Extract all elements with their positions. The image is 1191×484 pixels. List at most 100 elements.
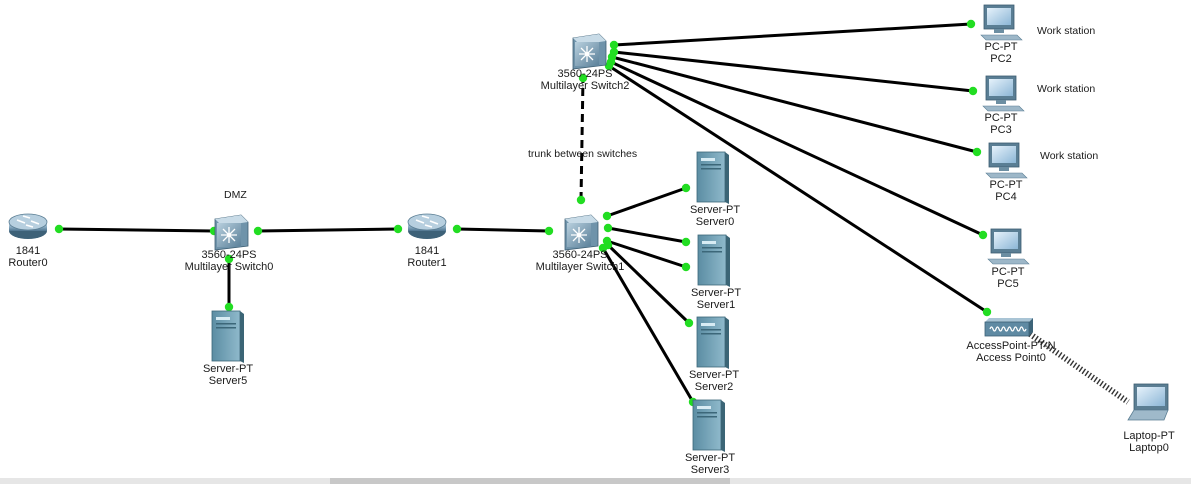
server5-model: Server-PT <box>202 363 254 375</box>
port-indicator <box>681 237 691 247</box>
port-indicator <box>972 147 982 157</box>
multilayer-switch2-icon[interactable] <box>572 33 607 70</box>
link-mswitch2-pc5[interactable] <box>610 60 984 237</box>
dmz-note: DMZ <box>224 189 247 201</box>
port-indicator <box>544 226 554 236</box>
link-mswitch1-server3[interactable] <box>601 247 695 403</box>
pc5-model: PC-PT <box>991 266 1025 278</box>
laptop0-icon[interactable] <box>1127 383 1169 421</box>
multilayer-switch1-icon[interactable] <box>564 214 599 251</box>
port-indicator <box>681 183 691 193</box>
pc5-label[interactable]: PC-PT PC5 <box>992 266 1025 290</box>
router0-icon[interactable] <box>8 213 48 239</box>
link-router0-mswitch0[interactable] <box>58 227 215 233</box>
server3-label[interactable]: Server-PT Server3 <box>685 452 735 476</box>
port-indicator <box>452 224 462 234</box>
ap0-name: Access Point0 <box>976 352 1046 364</box>
router1-model: 1841 <box>414 245 440 257</box>
pc4-label[interactable]: PC-PT PC4 <box>990 179 1023 203</box>
pc2-icon[interactable] <box>980 4 1023 41</box>
server0-icon[interactable] <box>696 151 729 204</box>
server3-model: Server-PT <box>684 452 736 464</box>
router1-icon[interactable] <box>407 213 447 239</box>
port-indicator <box>603 223 613 233</box>
pc4-model: PC-PT <box>989 179 1023 191</box>
port-indicator <box>253 226 263 236</box>
port-indicator <box>604 61 614 71</box>
scrollbar-thumb[interactable] <box>330 478 730 484</box>
trunk-note: trunk between switches <box>528 148 638 160</box>
port-indicator <box>609 40 619 50</box>
port-indicator <box>681 262 691 272</box>
port-indicator <box>54 224 64 234</box>
horizontal-scrollbar[interactable] <box>0 478 1191 484</box>
link-mswitch2-pc3[interactable] <box>613 50 974 93</box>
links-layer <box>58 22 1130 405</box>
pc4-icon[interactable] <box>985 142 1028 179</box>
laptop0-model: Laptop-PT <box>1123 430 1175 442</box>
server3-name: Server3 <box>690 464 730 476</box>
pc3-label[interactable]: PC-PT PC3 <box>985 112 1018 136</box>
link-mswitch1-server2[interactable] <box>606 243 691 325</box>
server0-model: Server-PT <box>689 204 741 216</box>
server1-model: Server-PT <box>690 287 742 299</box>
multilayer-switch0-icon[interactable] <box>214 214 249 251</box>
mswitch1-name: Multilayer Switch1 <box>535 261 625 273</box>
icons-layer <box>8 4 1169 452</box>
router0-label[interactable]: 1841 Router0 <box>8 245 47 269</box>
router0-model: 1841 <box>15 245 41 257</box>
port-indicator <box>966 19 976 29</box>
mswitch2-label[interactable]: 3560-24PS Multilayer Switch2 <box>541 68 630 92</box>
server0-label[interactable]: Server-PT Server0 <box>690 204 740 228</box>
link-mswitch1-mswitch2[interactable] <box>579 77 585 201</box>
pc2-label[interactable]: PC-PT PC2 <box>985 41 1018 65</box>
mswitch1-model: 3560-24PS <box>552 249 608 261</box>
pc3-name: PC3 <box>990 124 1012 136</box>
router0-name: Router0 <box>8 257 48 269</box>
link-router1-mswitch1[interactable] <box>456 227 550 233</box>
port-indicator <box>598 243 608 253</box>
pc5-icon[interactable] <box>987 228 1030 265</box>
link-mswitch1-server1[interactable] <box>607 226 687 244</box>
link-mswitch1-server0[interactable] <box>606 186 687 218</box>
server1-label[interactable]: Server-PT Server1 <box>691 287 741 311</box>
workstation-note-pc4: Work station <box>1040 150 1099 162</box>
port-indicator <box>968 86 978 96</box>
mswitch0-label[interactable]: 3560-24PS Multilayer Switch0 <box>185 249 274 273</box>
ap0-label[interactable]: AccessPoint-PT-N Access Point0 <box>966 340 1055 364</box>
link-mswitch2-ap0[interactable] <box>608 64 988 314</box>
port-indicator <box>602 211 612 221</box>
port-indicator <box>576 195 586 205</box>
server5-label[interactable]: Server-PT Server5 <box>203 363 253 387</box>
pc3-model: PC-PT <box>984 112 1018 124</box>
server2-model: Server-PT <box>688 369 740 381</box>
server2-label[interactable]: Server-PT Server2 <box>689 369 739 393</box>
pc3-icon[interactable] <box>982 75 1025 112</box>
laptop0-name: Laptop0 <box>1129 442 1169 454</box>
server1-icon[interactable] <box>697 234 730 287</box>
access-point0-icon[interactable] <box>984 318 1033 337</box>
server3-icon[interactable] <box>692 399 725 452</box>
link-mswitch2-pc4[interactable] <box>611 55 978 154</box>
pc4-name: PC4 <box>995 191 1017 203</box>
port-indicator <box>224 302 234 312</box>
port-indicator <box>224 254 234 264</box>
router1-label[interactable]: 1841 Router1 <box>407 245 446 269</box>
workstation-note-pc2: Work station <box>1037 25 1096 37</box>
mswitch1-label[interactable]: 3560-24PS Multilayer Switch1 <box>536 249 625 273</box>
server1-name: Server1 <box>696 299 736 311</box>
port-indicator <box>684 318 694 328</box>
server2-icon[interactable] <box>696 316 729 369</box>
server5-name: Server5 <box>208 375 248 387</box>
link-mswitch2-pc2[interactable] <box>613 22 972 47</box>
server5-icon[interactable] <box>211 310 244 363</box>
laptop0-label[interactable]: Laptop-PT Laptop0 <box>1123 430 1174 454</box>
pc2-model: PC-PT <box>984 41 1018 53</box>
link-mswitch1-server1b[interactable] <box>606 239 687 269</box>
port-indicator <box>982 307 992 317</box>
mswitch2-name: Multilayer Switch2 <box>540 80 630 92</box>
link-mswitch0-router1[interactable] <box>257 227 399 233</box>
server0-name: Server0 <box>695 216 735 228</box>
server2-name: Server2 <box>694 381 734 393</box>
